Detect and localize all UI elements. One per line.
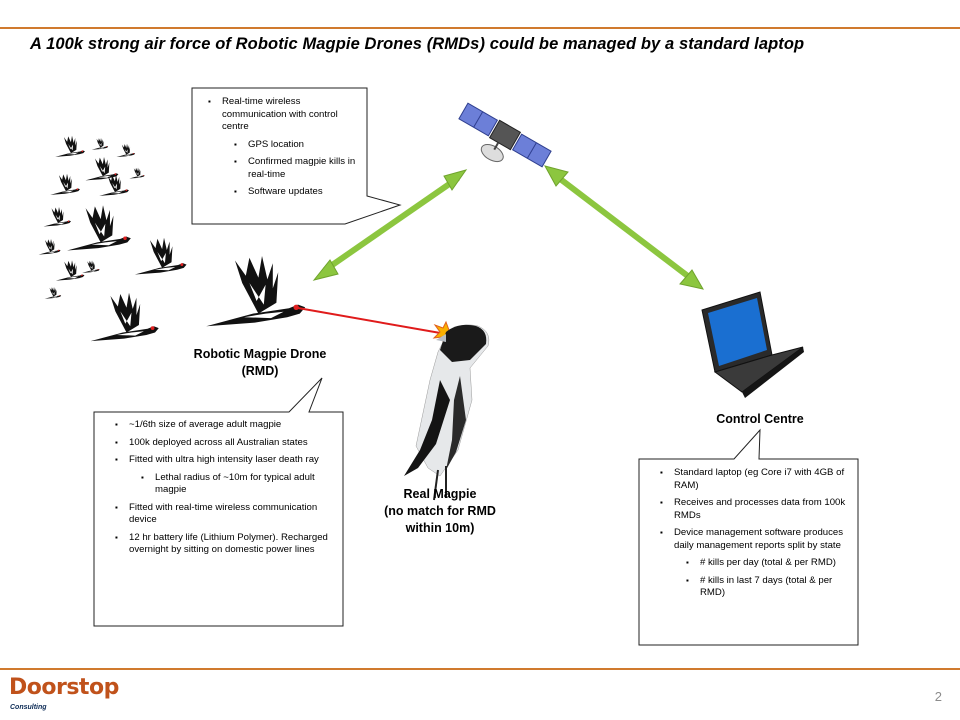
comm-item: GPS location [196,139,366,152]
page-number: 2 [934,689,942,704]
control-item: # kills in last 7 days (total & per RMD) [648,575,852,600]
satellite-icon [458,102,552,168]
real-magpie-label-line3: within 10m) [405,521,475,535]
comm-item: Software updates [196,186,366,199]
link-arrow-left [312,169,468,281]
rmd-drone [206,256,306,327]
company-logo-subtitle: Consulting [10,704,47,711]
control-item: Receives and processes data from 100k RM… [648,497,852,522]
link-arrow-right [544,165,704,290]
rmd-item: Fitted with ultra high intensity laser d… [103,454,335,467]
control-callout: Standard laptop (eg Core i7 with 4GB of … [648,467,852,605]
rmd-label-line2: (RMD) [241,364,279,378]
laser-beam [297,307,447,335]
bottom-rule [0,668,960,670]
real-magpie-label-line1: Real Magpie [403,487,477,501]
control-centre-label: Control Centre [716,412,804,426]
control-item: # kills per day (total & per RMD) [648,557,852,570]
real-magpie-label-line2: (no match for RMD [384,504,496,518]
rmd-label: Robotic Magpie Drone (RMD) [180,346,340,380]
rmd-item: 12 hr battery life (Lithium Polymer). Re… [103,532,335,557]
comm-callout: Real-time wireless communication with co… [196,96,366,204]
comm-item: Real-time wireless communication with co… [196,96,366,134]
real-magpie-label: Real Magpie (no match for RMD within 10m… [365,486,515,537]
rmd-item: 100k deployed across all Australian stat… [103,437,335,450]
top-rule [0,27,960,29]
company-logo: Doorstop [9,675,119,700]
real-magpie [404,324,490,501]
laptop-icon [701,291,804,398]
rmd-label-line1: Robotic Magpie Drone [193,347,327,361]
rmd-item: ~1/6th size of average adult magpie [103,419,335,432]
comm-item: Confirmed magpie kills in real-time [196,156,366,181]
rmd-item: Fitted with real-time wireless communica… [103,502,335,527]
control-item: Device management software produces dail… [648,527,852,552]
rmd-item: Lethal radius of ~10m for typical adult … [103,472,335,497]
rmd-callout: ~1/6th size of average adult magpie 100k… [103,419,335,562]
drone-flock [38,135,187,342]
slide-title: A 100k strong air force of Robotic Magpi… [30,35,805,53]
control-item: Standard laptop (eg Core i7 with 4GB of … [648,467,852,492]
